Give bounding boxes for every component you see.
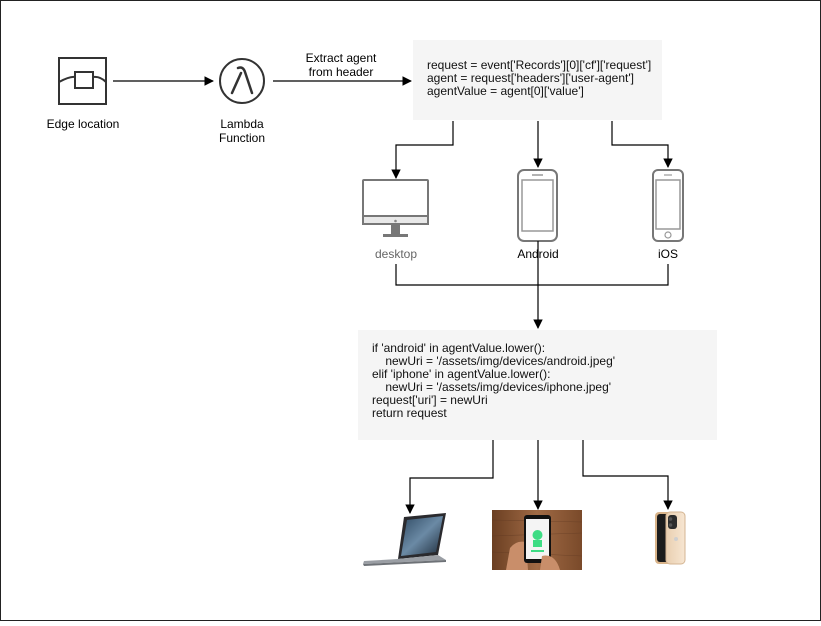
- extract-agent-note: Extract agent from header: [305, 51, 377, 79]
- code-line: agentValue = agent[0]['value']: [427, 84, 584, 98]
- code-line: if 'android' in agentValue.lower():: [372, 341, 546, 355]
- lambda-icon: [219, 58, 265, 104]
- lambda-function-label: Lambda Function: [218, 117, 266, 145]
- code-line: elif 'iphone' in agentValue.lower():: [372, 367, 551, 381]
- code-line: newUri = '/assets/img/devices/iphone.jpe…: [372, 380, 612, 394]
- desktop-monitor-icon: [362, 179, 429, 237]
- code-box-rewrite-uri: if 'android' in agentValue.lower(): newU…: [358, 330, 717, 440]
- laptop-image: [363, 513, 446, 566]
- android-hand-photo: [491, 510, 583, 570]
- code-line: agent = request['headers']['user-agent']: [427, 71, 634, 85]
- ios-label: iOS: [657, 247, 678, 261]
- code-line: newUri = '/assets/img/devices/android.jp…: [372, 354, 616, 368]
- code-box-extract-agent: request = event['Records'][0]['cf']['req…: [413, 40, 662, 120]
- arrow-code-to-ios: [611, 121, 673, 168]
- merge-line-desktop-ios: [395, 264, 669, 286]
- arrow-code-to-laptop: [405, 440, 494, 514]
- code-line: request = event['Records'][0]['cf']['req…: [427, 58, 652, 72]
- code-line: return request: [372, 406, 447, 420]
- android-label: Android: [517, 247, 559, 261]
- edge-location-label: Edge location: [46, 117, 120, 131]
- desktop-label: desktop: [374, 247, 418, 261]
- edge-location-icon: [58, 57, 107, 105]
- code-line: request['uri'] = newUri: [372, 393, 488, 407]
- android-phone-icon: [517, 169, 558, 242]
- arrow-code-to-iphone-photo: [582, 440, 673, 510]
- arrow-code-to-desktop: [391, 121, 454, 179]
- ios-phone-icon: [652, 169, 684, 242]
- iphone-photo: [655, 511, 686, 565]
